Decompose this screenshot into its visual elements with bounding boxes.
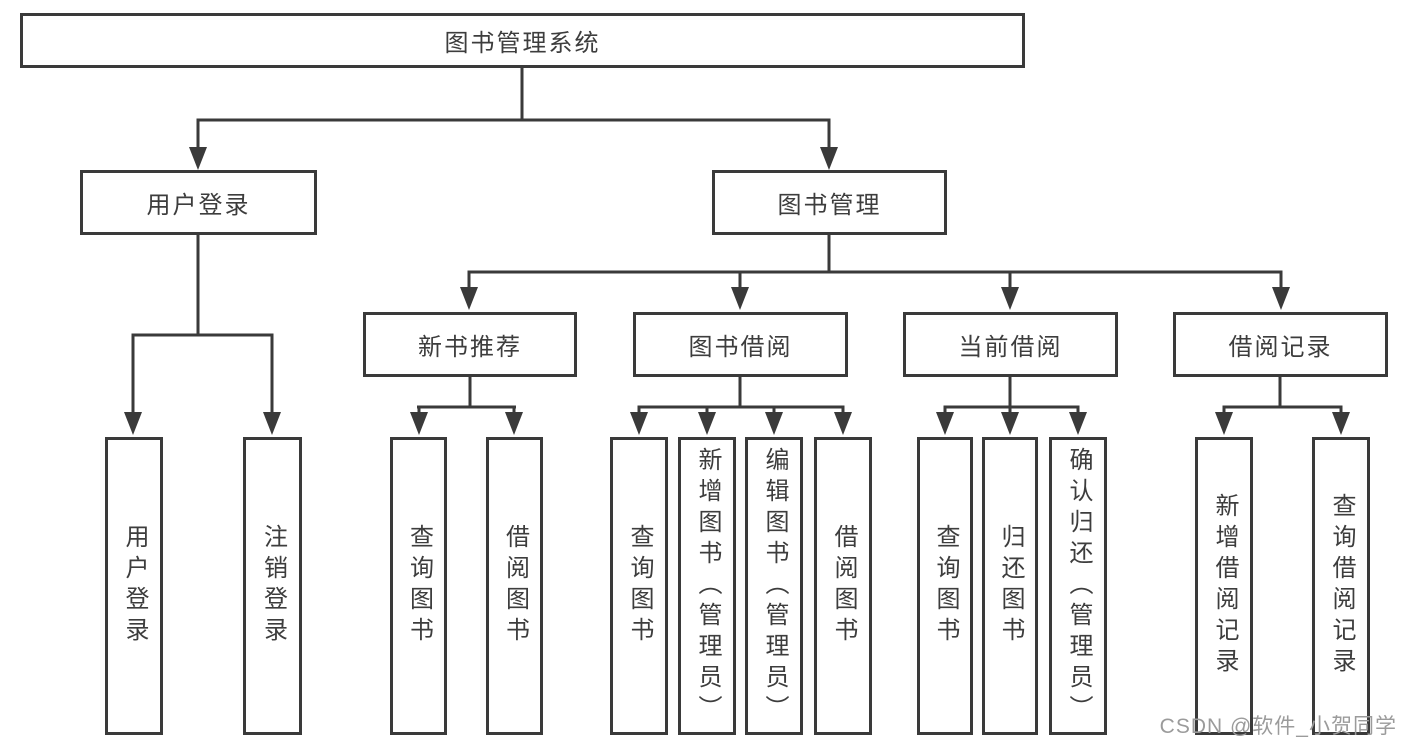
node-label: 新书推荐 (418, 334, 522, 361)
node-label: 当前借阅 (958, 334, 1063, 361)
leaf-label: 新增图书（管理员） (694, 446, 721, 726)
leaf-add-books-admin: 新增图书（管理员） (678, 437, 736, 735)
leaf-label: 查询图书 (932, 524, 959, 648)
leaf-label: 查询图书 (405, 524, 433, 648)
leaf-label: 查询图书 (626, 524, 653, 648)
arrowheads (124, 147, 1350, 435)
node-new-book-recommend: 新书推荐 (363, 312, 577, 377)
leaf-label: 编辑图书（管理员） (761, 446, 788, 726)
leaf-borrow-books-2: 借阅图书 (814, 437, 872, 735)
node-label: 借阅记录 (1228, 334, 1333, 361)
leaf-label: 借阅图书 (501, 524, 529, 648)
node-label: 用户登录 (146, 192, 251, 219)
leaf-label: 注销登录 (259, 524, 287, 648)
leaf-label: 新增借阅记录 (1211, 493, 1238, 679)
leaf-edit-books-admin: 编辑图书（管理员） (745, 437, 803, 735)
node-user-login: 用户登录 (80, 170, 317, 235)
csdn-watermark: CSDN @软件_小贺同学 (1159, 715, 1397, 738)
leaf-add-borrow-record: 新增借阅记录 (1195, 437, 1253, 735)
leaf-logout: 注销登录 (243, 437, 302, 735)
node-book-borrow: 图书借阅 (633, 312, 848, 377)
leaf-label: 借阅图书 (830, 524, 857, 648)
leaf-query-books-3: 查询图书 (917, 437, 973, 735)
leaf-label: 确认归还（管理员） (1065, 446, 1092, 726)
node-label: 图书管理系统 (444, 30, 601, 57)
leaf-return-books: 归还图书 (982, 437, 1038, 735)
leaf-confirm-return-admin: 确认归还（管理员） (1049, 437, 1107, 735)
leaf-query-books-2: 查询图书 (610, 437, 668, 735)
leaf-label: 查询借阅记录 (1328, 493, 1355, 679)
leaf-label: 归还图书 (997, 524, 1024, 648)
node-library-management-system: 图书管理系统 (20, 13, 1025, 68)
leaf-borrow-books-1: 借阅图书 (486, 437, 543, 735)
leaf-label: 用户登录 (121, 524, 148, 648)
leaf-query-borrow-record: 查询借阅记录 (1312, 437, 1370, 735)
leaf-user-login: 用户登录 (105, 437, 163, 735)
node-label: 图书管理 (777, 192, 882, 219)
node-current-borrow: 当前借阅 (903, 312, 1118, 377)
node-book-management: 图书管理 (712, 170, 947, 235)
node-borrow-records: 借阅记录 (1173, 312, 1388, 377)
leaf-query-books-1: 查询图书 (390, 437, 447, 735)
node-label: 图书借阅 (688, 334, 793, 361)
